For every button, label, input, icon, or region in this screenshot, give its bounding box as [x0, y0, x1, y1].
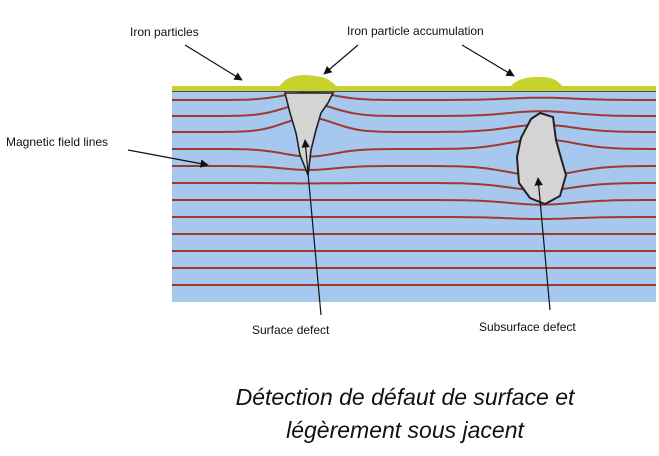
subsurface-defect-void — [515, 111, 568, 206]
surface-defect-crack — [283, 92, 335, 176]
label-magnetic-field-lines: Magnetic field lines — [6, 135, 108, 149]
field-line-4 — [172, 138, 656, 158]
surface-defect-arrow — [301, 139, 322, 316]
field-line-3 — [172, 116, 656, 133]
field-line-5 — [172, 165, 656, 177]
accumulation-arrow-right — [461, 44, 515, 77]
caption-line-1: Détection de défaut de surface et — [235, 384, 575, 410]
field-line-1 — [172, 92, 656, 101]
label-iron-particle-accumulation: Iron particle accumulation — [347, 24, 484, 38]
iron-particle-layer — [172, 86, 656, 91]
field-line-2 — [172, 102, 656, 117]
field-lines-arrow — [127, 149, 209, 168]
field-lines-group — [172, 92, 656, 286]
label-surface-defect: Surface defect — [252, 323, 330, 337]
accumulation-arrow-left — [323, 44, 359, 75]
iron-particle-mound-subsurface — [510, 76, 564, 87]
iron-particles-arrow — [184, 44, 243, 81]
field-line-6 — [172, 182, 656, 192]
field-line-7 — [172, 199, 656, 206]
field-line-8 — [172, 216, 656, 220]
label-subsurface-defect: Subsurface defect — [479, 320, 576, 334]
specimen-block — [172, 91, 656, 302]
iron-particle-mound-surface — [279, 75, 337, 87]
caption-line-2: légèrement sous jacent — [286, 417, 524, 443]
label-iron-particles: Iron particles — [130, 25, 199, 39]
subsurface-defect-arrow — [534, 177, 551, 311]
